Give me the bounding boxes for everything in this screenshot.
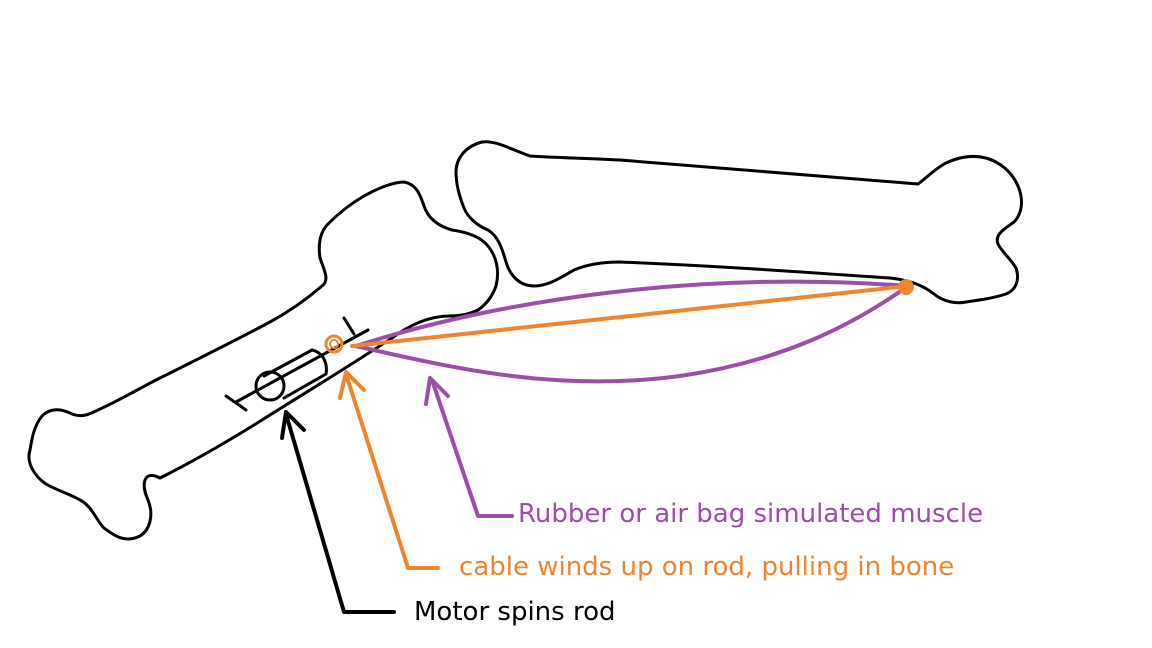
muscle-shape bbox=[354, 279, 910, 348]
muscle-pointer-line bbox=[430, 378, 514, 518]
cable-anchor-dot bbox=[898, 279, 914, 295]
motor-pointer-line bbox=[284, 412, 396, 614]
lower-bone-outline bbox=[27, 180, 500, 541]
motor-rod-end bbox=[254, 370, 286, 402]
muscle-shape-lower bbox=[354, 284, 910, 384]
motor-label: Motor spins rod bbox=[414, 597, 616, 627]
cable-label: cable winds up on rod, pulling in bone bbox=[459, 552, 955, 582]
muscle-pointer-arrowhead bbox=[424, 376, 450, 406]
rod-slot-tick-right bbox=[342, 316, 356, 336]
rod-slot-tick-left bbox=[224, 394, 248, 412]
cable-spool-knot-inner bbox=[329, 339, 339, 349]
cable-pointer-arrowhead bbox=[338, 370, 366, 400]
motor-pointer-arrowhead bbox=[280, 410, 306, 440]
muscle-label: Rubber or air bag simulated muscle bbox=[518, 499, 984, 529]
cable-spool-knot bbox=[324, 334, 344, 354]
cable-pointer-line bbox=[344, 372, 440, 570]
upper-bone-outline bbox=[454, 140, 1023, 305]
cable-line bbox=[350, 284, 910, 348]
